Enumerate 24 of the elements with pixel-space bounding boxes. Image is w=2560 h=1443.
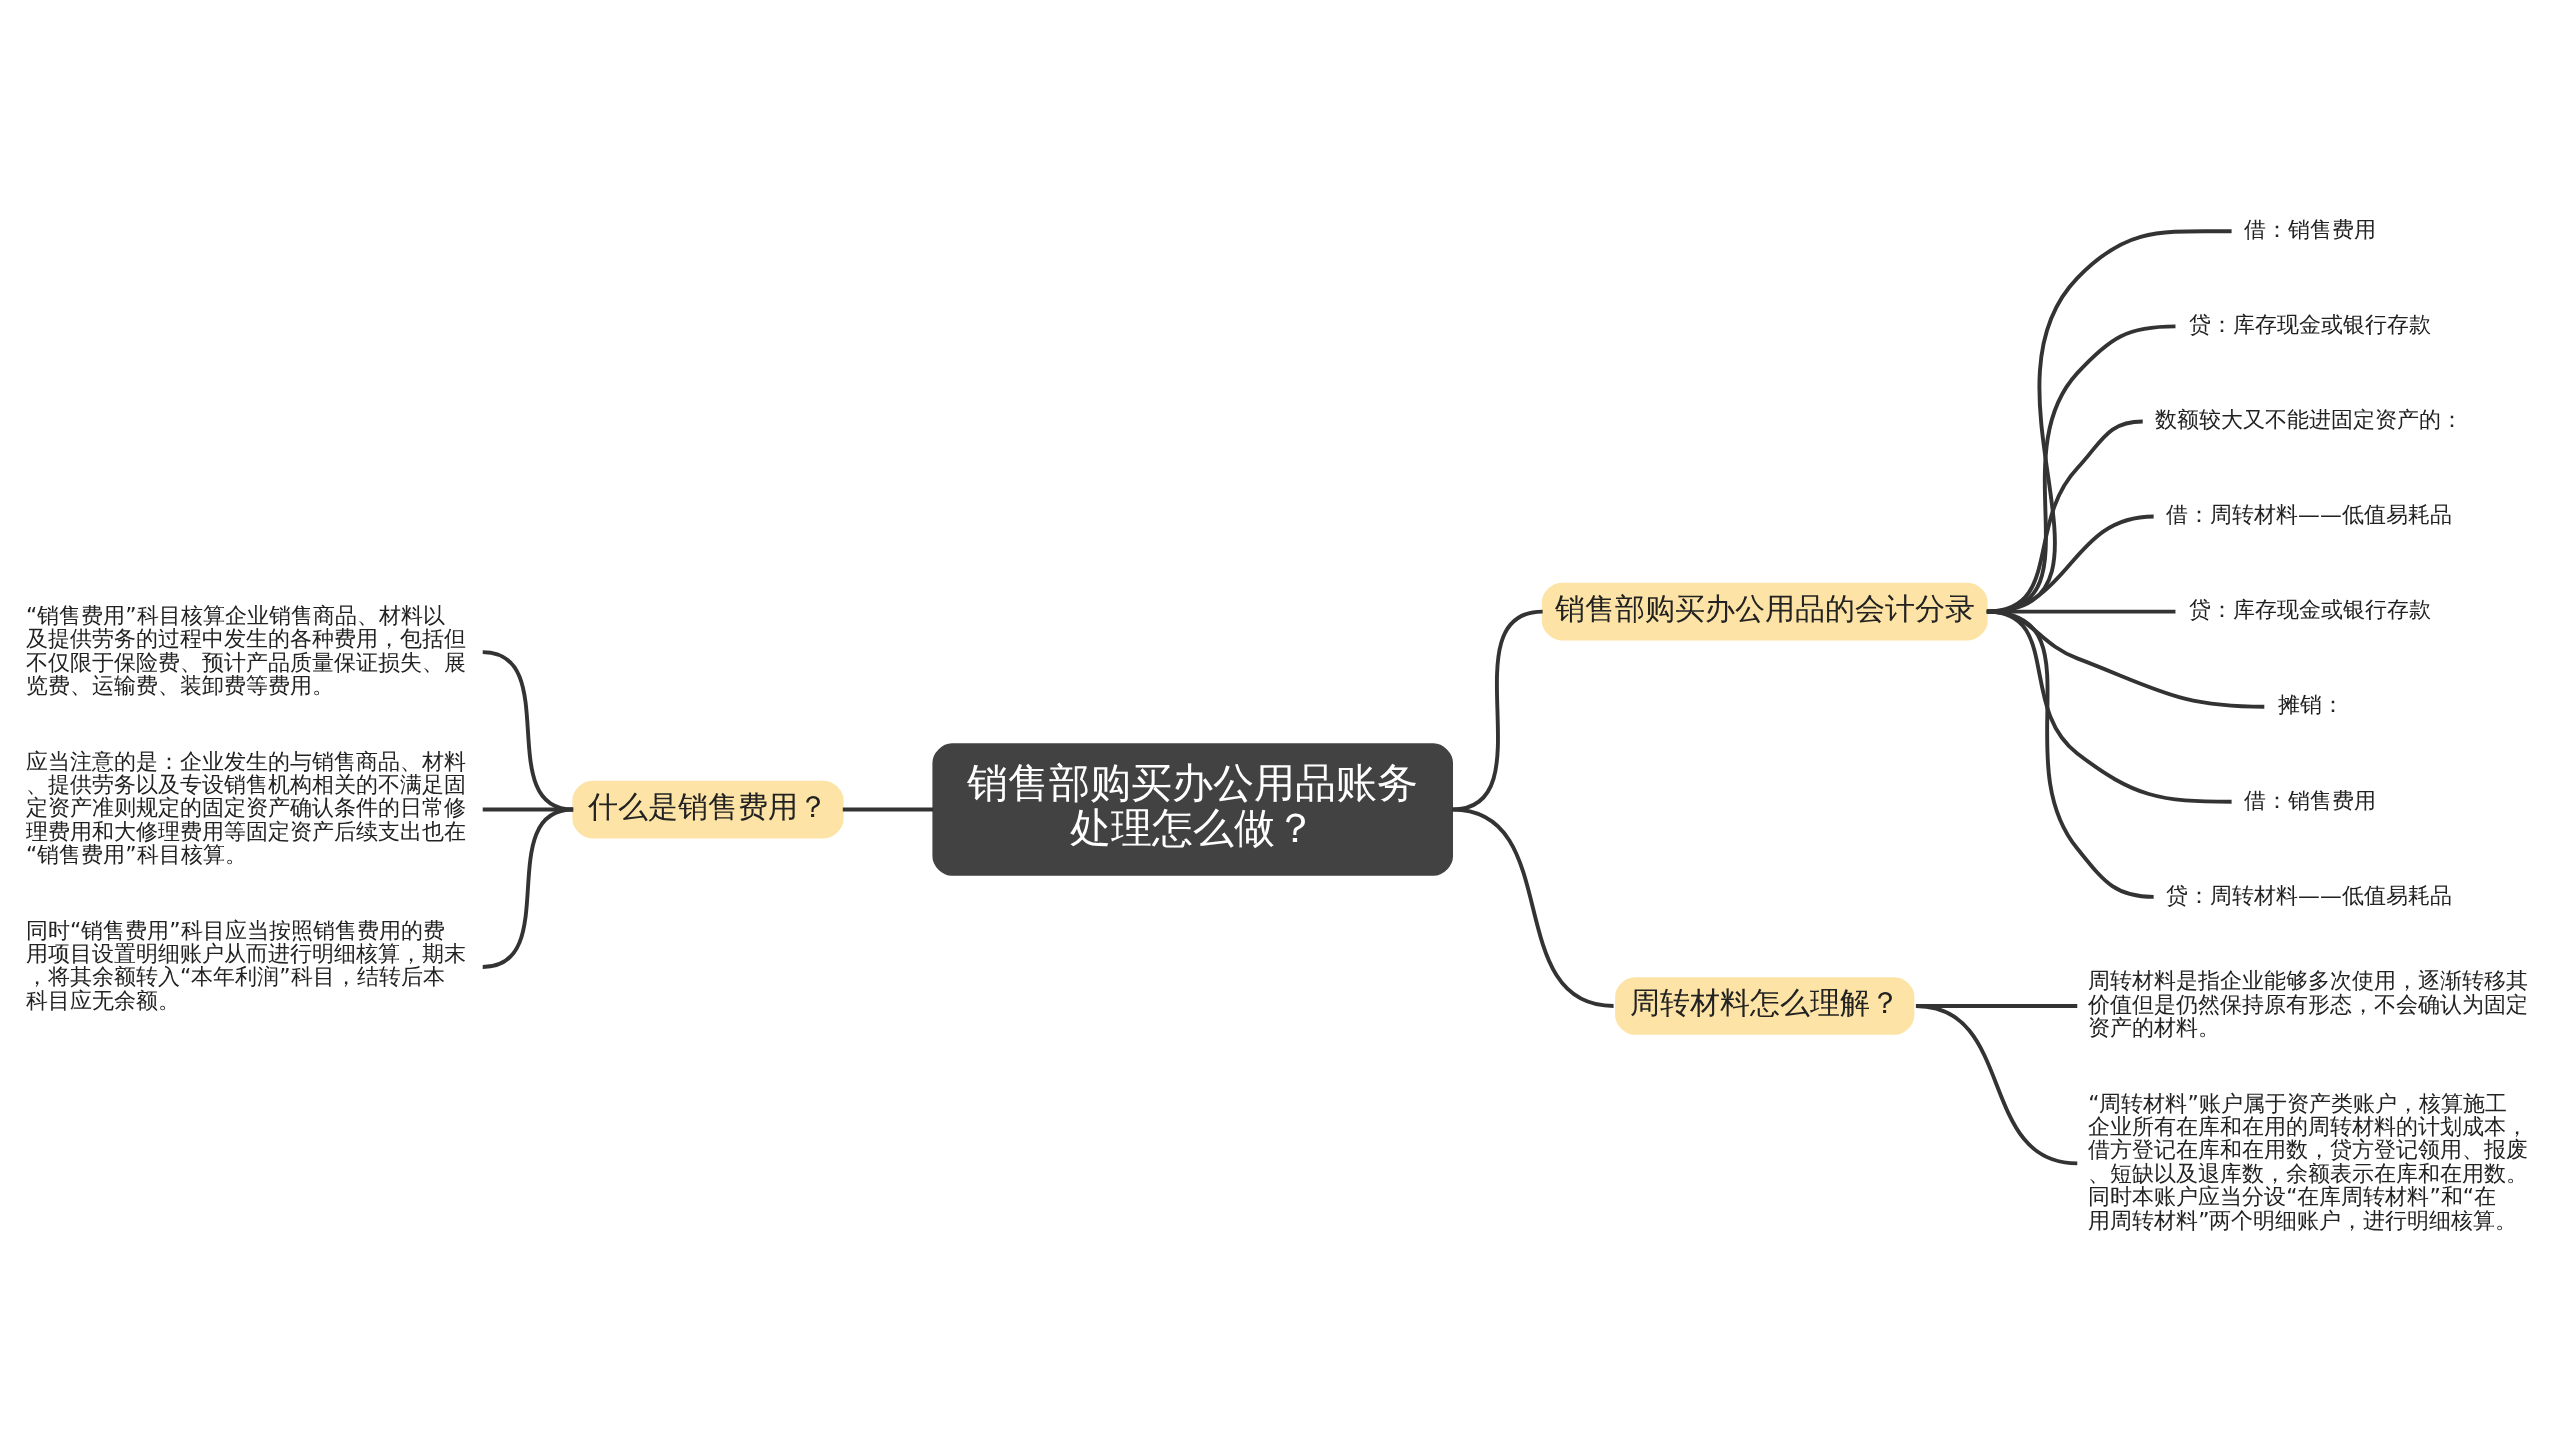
node-text: 周转材料是指企业能够多次使用，逐渐转移其价值但是仍然保持原有形态，不会确认为固定资产的材料。 bbox=[2088, 968, 2529, 1041]
node-text: 借：销售费用 bbox=[2244, 787, 2377, 813]
node-box: 周转材料怎么理解？ bbox=[1615, 977, 1915, 1035]
node-text: 同时“销售费用”科目应当按照销售费用的费用项目设置明细账户从而进行明细核算，期末，将其余额转入“本年利润”科目，结转后本科目应无余额。 bbox=[26, 917, 467, 1013]
connector bbox=[1451, 807, 1614, 1008]
node-text: “周转材料”账户属于资产类账户，核算施工企业所有在库和在用的周转材料的计划成本，借方登记在库和在用数，贷方登记领用、报废、短缺以及退库数，余额表示在库和在用数。同时本账户应当分设“在库周转材料”和“在用周转材料”两个明细账户，进行明细核算。 bbox=[2088, 1090, 2529, 1233]
node-text: 贷：库存现金或银行存款 bbox=[2188, 312, 2431, 338]
node-box: 什么是销售费用？ bbox=[572, 780, 844, 839]
connector bbox=[1915, 1004, 2078, 1166]
node-text: 贷：库存现金或银行存款 bbox=[2188, 597, 2431, 623]
node-text: 贷：周转材料——低值易耗品 bbox=[2166, 882, 2452, 908]
connector bbox=[842, 807, 934, 812]
connector bbox=[482, 807, 574, 969]
node-text: 借：销售费用 bbox=[2244, 217, 2377, 243]
connector bbox=[1451, 609, 1543, 812]
connector bbox=[1986, 609, 2154, 899]
connector bbox=[482, 650, 574, 812]
node-box: 销售部购买办公用品账务处理怎么做？ bbox=[932, 743, 1453, 876]
node-text: 数额较大又不能进固定资产的： bbox=[2155, 407, 2464, 433]
node-text: 摊销： bbox=[2277, 692, 2344, 718]
node-text: 应当注意的是：企业发生的与销售商品、材料、提供劳务以及专设销售机构相关的不满足固定资产准则规定的固定资产确认条件的日常修理费用和大修理费用等固定资产后续支出也在“销售费用”科目核算。 bbox=[26, 748, 467, 868]
node-text: “销售费用”科目核算企业销售商品、材料以及提供劳务的过程中发生的各种费用，包括但不仅限于保险费、预计产品质量保证损失、展览费、运输费、装卸费等费用。 bbox=[26, 602, 467, 698]
node-box: 销售部购买办公用品的会计分录 bbox=[1541, 582, 1988, 641]
node-text: 借：周转材料——低值易耗品 bbox=[2166, 502, 2452, 528]
